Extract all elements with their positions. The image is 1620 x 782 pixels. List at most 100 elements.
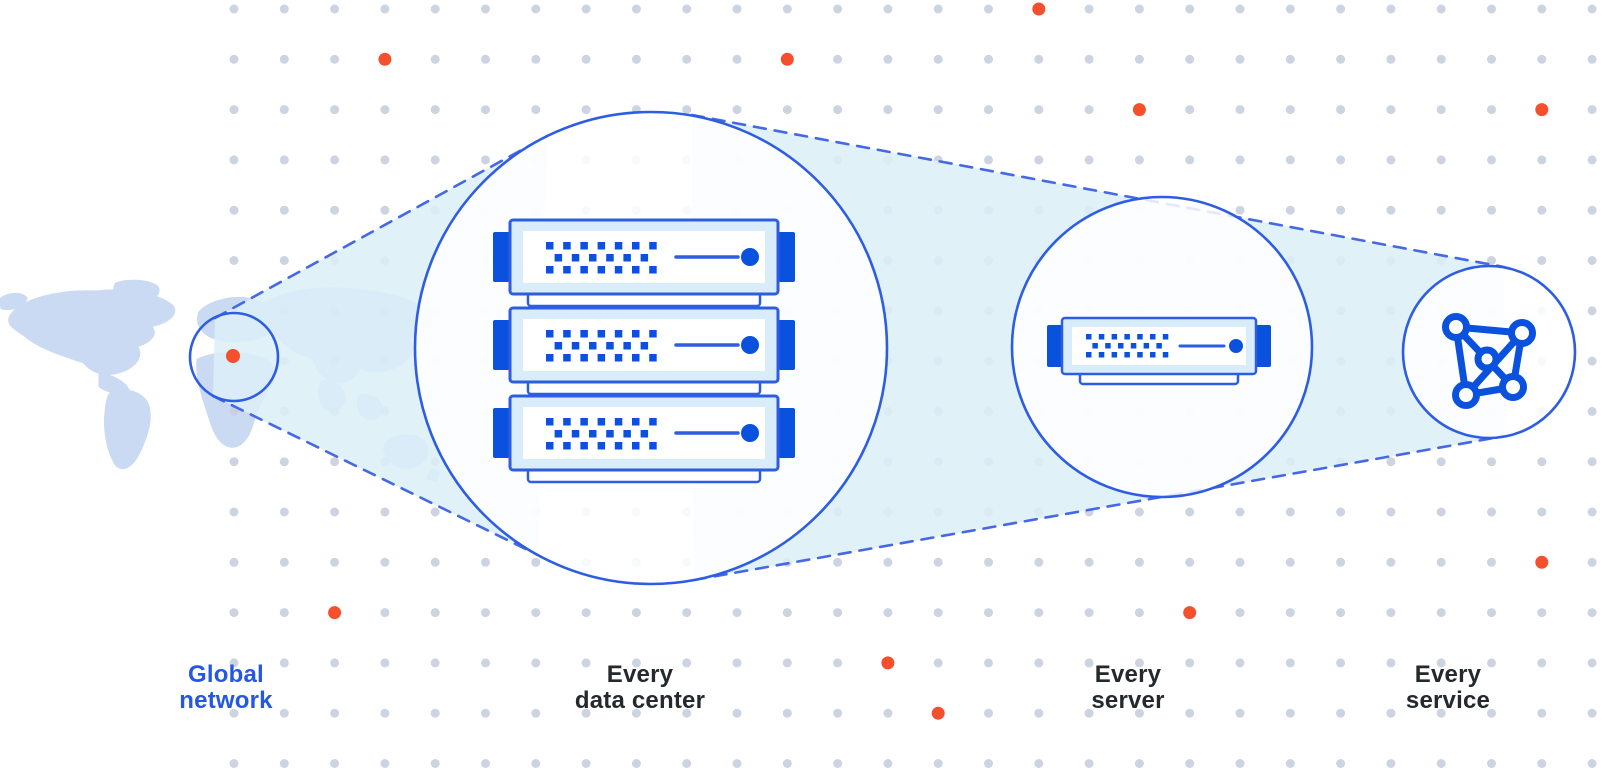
grid-dot (833, 105, 843, 115)
grid-dot (782, 105, 792, 115)
server-unit (1047, 316, 1271, 386)
grid-dot (1487, 557, 1496, 567)
grid-dot (380, 105, 390, 115)
grid-dot (1587, 356, 1597, 366)
grid-dot (531, 759, 541, 768)
grid-dot (1084, 105, 1094, 115)
location-marker-icon (226, 349, 240, 363)
grid-dot (581, 658, 591, 668)
grid-dot (1185, 658, 1195, 668)
grid-dot (481, 155, 490, 165)
grid-dot (833, 658, 843, 668)
map-focus-circle (188, 311, 280, 403)
grid-dot (631, 708, 641, 718)
accent-dot (328, 606, 342, 620)
accent-dot (1132, 103, 1146, 117)
grid-dot (1034, 54, 1044, 64)
grid-dot (380, 658, 390, 668)
grid-dot (279, 54, 289, 64)
grid-dot (430, 708, 440, 718)
grid-dot (481, 608, 490, 618)
grid-dot (984, 557, 993, 567)
grid-dot (279, 507, 289, 517)
grid-dot (481, 4, 490, 14)
grid-dot (1285, 557, 1295, 567)
grid-dot (229, 105, 239, 115)
grid-dot (481, 708, 490, 718)
grid-dot (1436, 507, 1446, 517)
grid-dot (1436, 557, 1446, 567)
grid-dot (1537, 507, 1547, 517)
grid-dot (1134, 608, 1144, 618)
grid-dot (481, 105, 490, 115)
single-server-icon (1047, 316, 1271, 386)
grid-dot (1487, 4, 1496, 14)
grid-dot (1487, 105, 1496, 115)
grid-dot (1487, 507, 1496, 517)
grid-dot (1185, 708, 1195, 718)
grid-dot (279, 155, 289, 165)
grid-dot (330, 205, 340, 215)
grid-dot (1386, 54, 1396, 64)
grid-dot (1285, 4, 1295, 14)
grid-dot (229, 205, 239, 215)
grid-dot (1235, 155, 1245, 165)
grid-dot (1386, 105, 1396, 115)
grid-dot (1587, 256, 1597, 265)
grid-dot (581, 608, 591, 618)
grid-dot (1084, 557, 1094, 567)
grid-dot (330, 457, 340, 467)
grid-dot (1587, 4, 1597, 14)
grid-dot (1386, 759, 1396, 768)
grid-dot (631, 759, 641, 768)
grid-dot (380, 507, 390, 517)
grid-dot (1285, 658, 1295, 668)
grid-dot (1436, 4, 1446, 14)
grid-dot (1386, 457, 1396, 467)
grid-dot (481, 658, 490, 668)
grid-dot (430, 54, 440, 64)
grid-dot (1034, 658, 1044, 668)
grid-dot (1034, 155, 1044, 165)
grid-dot (933, 54, 943, 64)
grid-dot (1034, 708, 1044, 718)
grid-dot (1185, 4, 1195, 14)
grid-dot (631, 658, 641, 668)
grid-dot (1336, 205, 1346, 215)
accent-dot (1183, 606, 1197, 620)
grid-dot (1185, 54, 1195, 64)
grid-dot (1537, 54, 1547, 64)
grid-dot (984, 608, 993, 618)
grid-dot (531, 658, 541, 668)
grid-dot (229, 608, 239, 618)
grid-dot (883, 557, 893, 567)
grid-dot (984, 759, 993, 768)
grid-dot (1185, 155, 1195, 165)
grid-dot (631, 54, 641, 64)
accent-dot (1535, 555, 1549, 569)
grid-dot (1034, 105, 1044, 115)
grid-dot (1185, 759, 1195, 768)
server-left-tab (493, 408, 513, 458)
grid-dot (1436, 658, 1446, 668)
grid-dot (1336, 608, 1346, 618)
grid-dot (933, 608, 943, 618)
grid-dot (1436, 155, 1446, 165)
grid-dot (833, 608, 843, 618)
grid-dot (279, 256, 289, 265)
server-rack-icon (493, 218, 795, 484)
grid-dot (1285, 205, 1295, 215)
grid-dot (1134, 557, 1144, 567)
grid-dot (1386, 4, 1396, 14)
grid-dot (279, 708, 289, 718)
server-left-tab (1047, 325, 1065, 367)
accent-dot (881, 656, 895, 670)
grid-dot (1587, 105, 1597, 115)
grid-dot (1537, 708, 1547, 718)
grid-dot (481, 557, 490, 567)
grid-dot (1134, 658, 1144, 668)
grid-dot (883, 54, 893, 64)
accent-dot (1535, 103, 1549, 117)
grid-dot (1436, 608, 1446, 618)
grid-dot (430, 507, 440, 517)
